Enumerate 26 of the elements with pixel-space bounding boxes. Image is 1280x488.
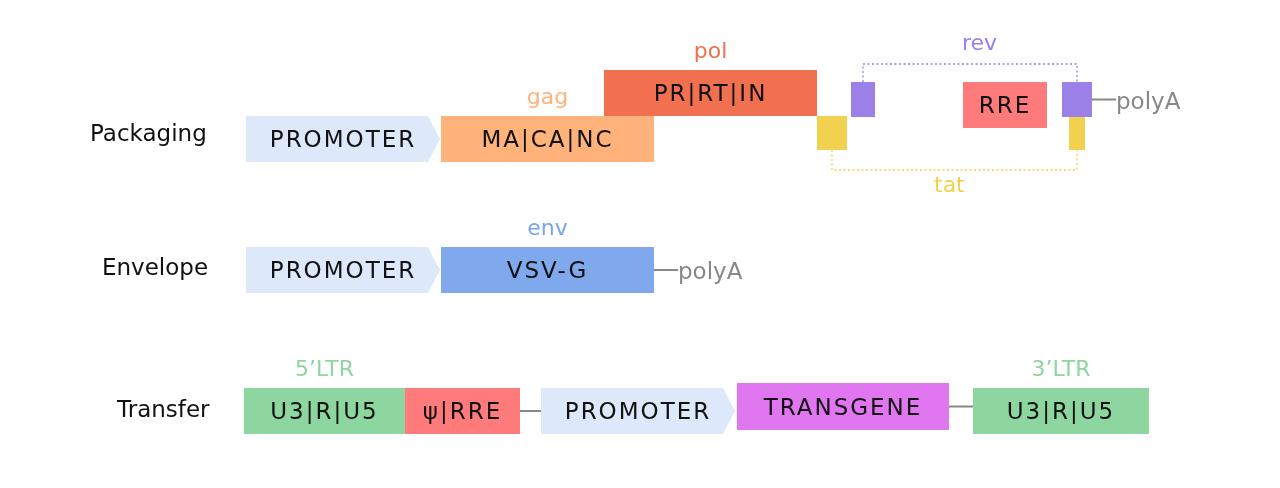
row-label: Envelope — [102, 254, 209, 280]
gene-segment: RRE — [963, 82, 1047, 128]
connector-line — [1091, 98, 1117, 101]
bracket-line — [831, 149, 1078, 171]
gene-segment: U3|R|U5 — [973, 388, 1149, 434]
row-label: Packaging — [90, 120, 207, 146]
gene-segment: PR|RT|IN — [604, 70, 817, 116]
connector-line — [948, 405, 974, 408]
gene-name: 3’LTR — [1030, 355, 1092, 383]
signal-label: polyA — [1116, 87, 1182, 116]
promoter-segment: PROMOTER — [246, 116, 440, 162]
gene-segment: ψ|RRE — [405, 388, 520, 434]
gene-segment: VSV-G — [441, 247, 654, 293]
gene-segment: U3|R|U5 — [244, 388, 405, 434]
gene-name: 5’LTR — [294, 355, 355, 383]
signal-label: polyA — [678, 257, 744, 286]
connector-line — [519, 410, 542, 412]
connector-line — [653, 269, 679, 271]
bracket-line — [862, 63, 1078, 83]
promoter-segment: PROMOTER — [541, 388, 735, 434]
gene-segment: MA|CA|NC — [441, 116, 654, 162]
gene-segment: TRANSGENE — [737, 383, 949, 430]
gene-name: pol — [692, 37, 729, 65]
row-label: Transfer — [117, 396, 210, 422]
gene-name: env — [526, 214, 569, 242]
promoter-segment: PROMOTER — [246, 247, 440, 293]
